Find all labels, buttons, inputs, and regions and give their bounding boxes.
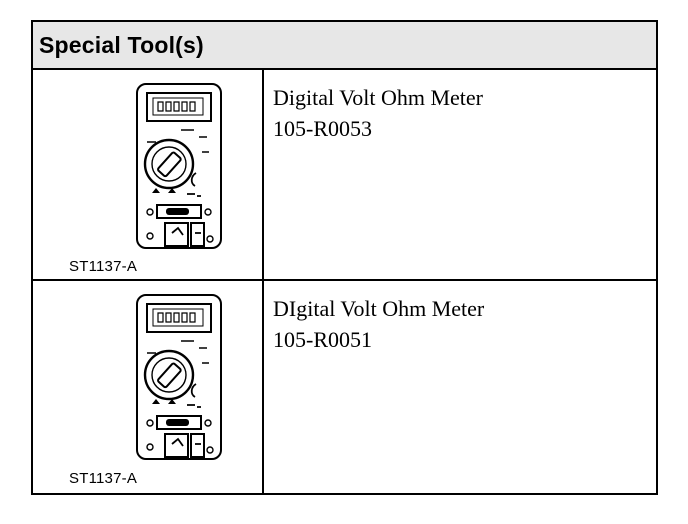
table-row: ST1137-A Digital Volt Ohm Meter 105-R005… xyxy=(33,70,656,281)
table-row: ST1137-A DIgital Volt Ohm Meter 105-R005… xyxy=(33,281,656,493)
tool-name: DIgital Volt Ohm Meter xyxy=(273,296,485,321)
special-tools-table: Special Tool(s) xyxy=(31,20,658,495)
digital-multimeter-icon xyxy=(136,294,222,460)
tool-image-cell: ST1137-A xyxy=(33,281,264,493)
tool-code-label: ST1137-A xyxy=(69,258,138,275)
part-number: 105-R0051 xyxy=(273,327,372,352)
table-header: Special Tool(s) xyxy=(33,22,656,70)
tool-name: Digital Volt Ohm Meter xyxy=(273,85,484,110)
tool-code-label: ST1137-A xyxy=(69,470,138,487)
table-title: Special Tool(s) xyxy=(39,32,204,58)
tool-image-cell: ST1137-A xyxy=(33,70,264,279)
tool-description-cell: Digital Volt Ohm Meter 105-R0053 xyxy=(264,70,656,279)
digital-multimeter-icon xyxy=(136,83,222,249)
tool-description-cell: DIgital Volt Ohm Meter 105-R0051 xyxy=(264,281,656,493)
part-number: 105-R0053 xyxy=(273,116,372,141)
